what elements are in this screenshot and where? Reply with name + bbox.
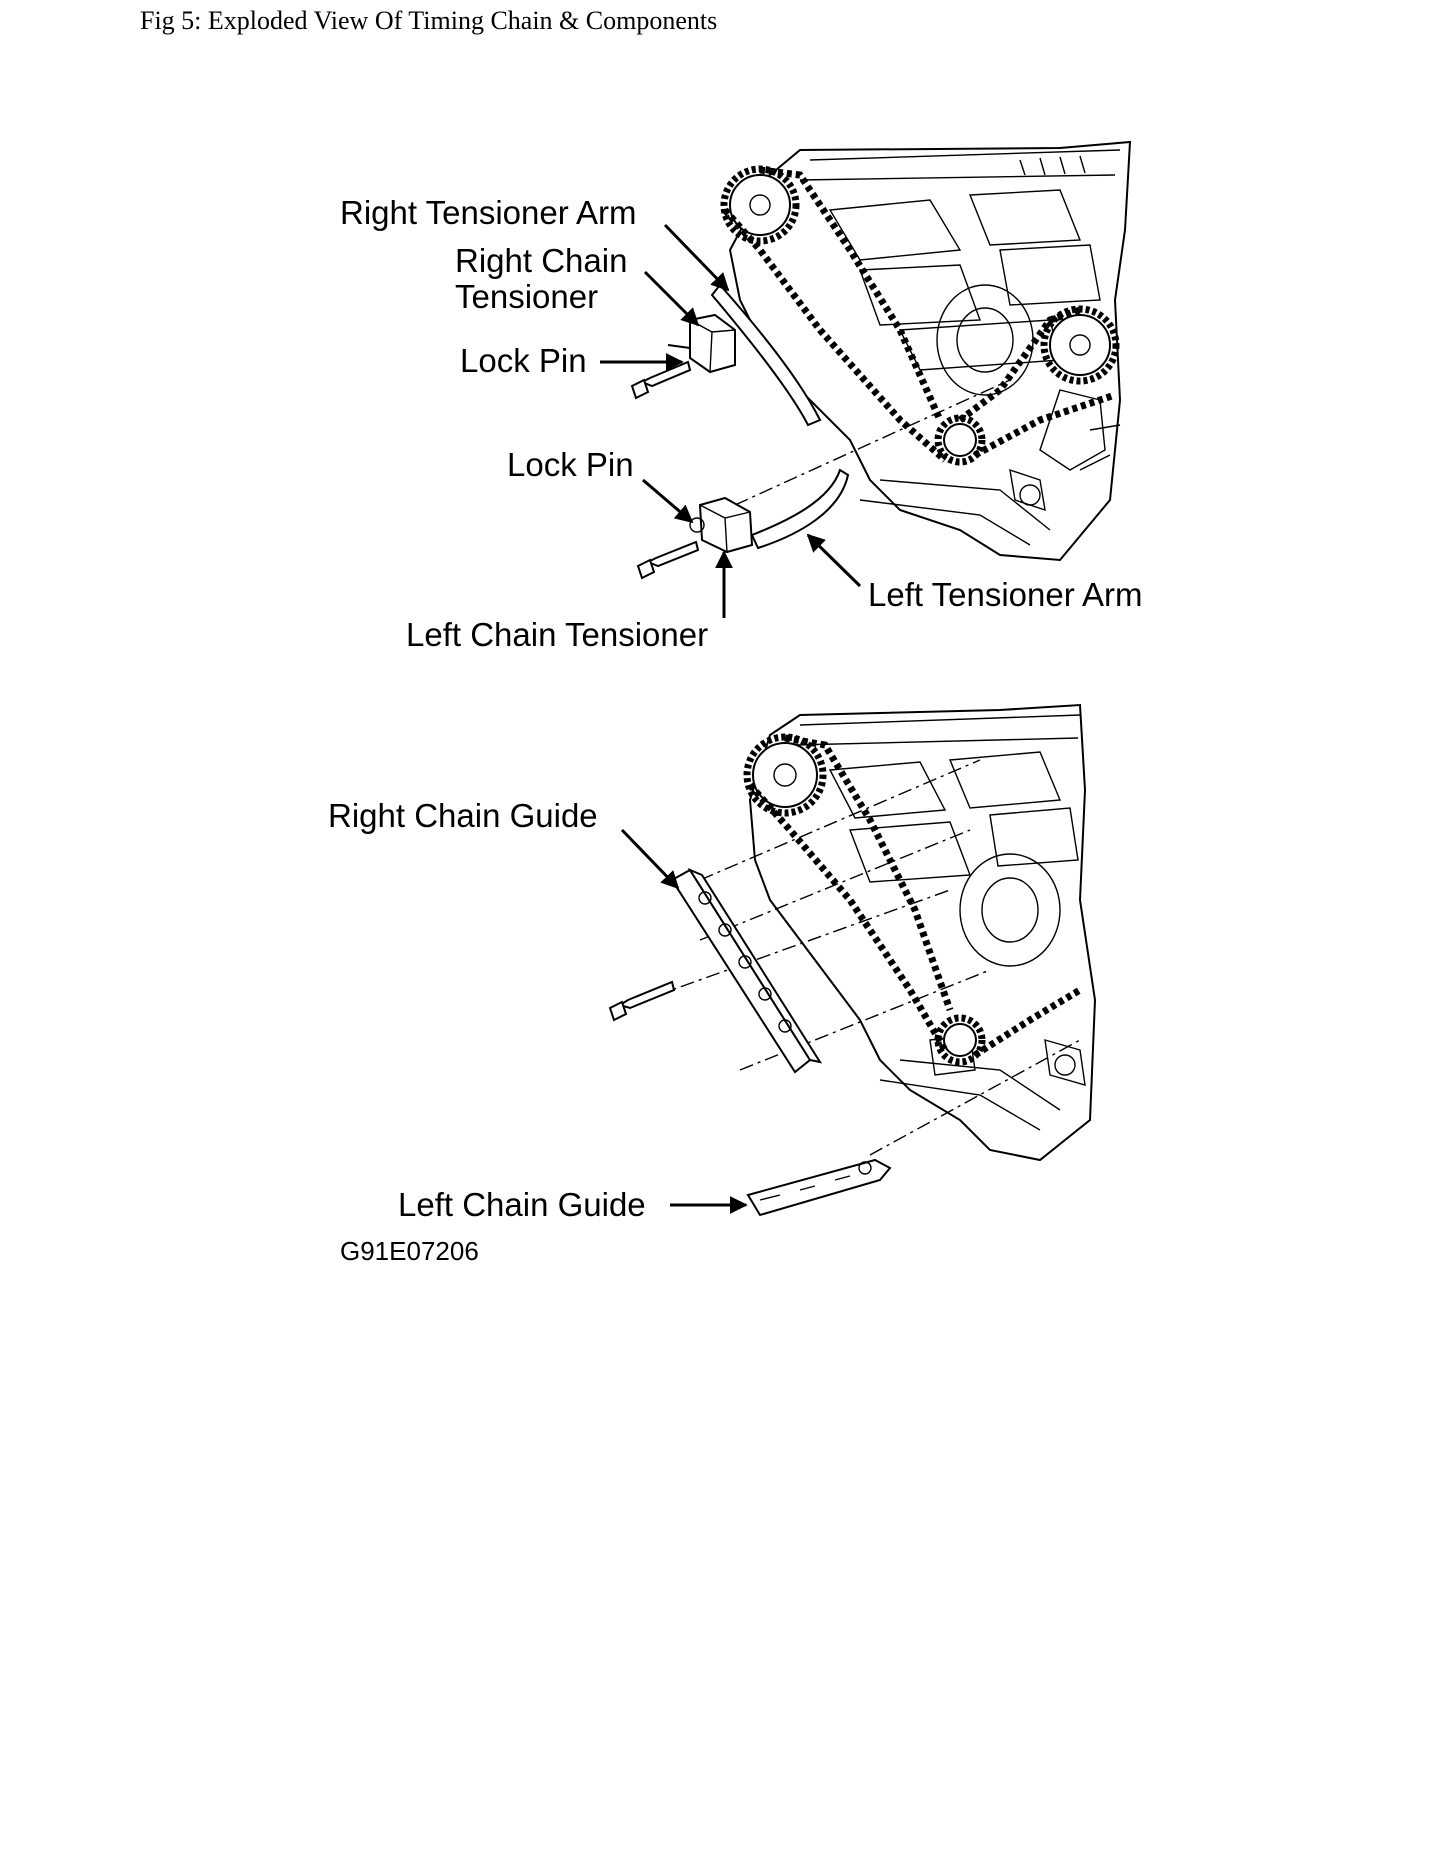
- lower-alignment-line-5: [869, 1039, 1081, 1156]
- left-chain-tensioner-part: [636, 496, 754, 580]
- figure-title: Fig 5: Exploded View Of Timing Chain & C…: [140, 6, 718, 35]
- arrow-right-chain-tensioner: [643, 270, 700, 327]
- left-chain-guide-part: [746, 1158, 892, 1217]
- label-right-chain-guide: Right Chain Guide: [328, 797, 598, 834]
- arrow-left-tensioner-arm: [806, 533, 862, 588]
- upper-arrows: [600, 223, 862, 618]
- right-tensioner-arm-part: [710, 283, 822, 427]
- lower-alignment-line-1: [699, 759, 981, 881]
- arrow-right-chain-guide: [620, 828, 680, 890]
- upper-alignment-line: [734, 379, 1011, 506]
- lower-alignment-line-4: [739, 969, 991, 1071]
- label-right-chain-tensioner-line1: Right Chain: [455, 242, 627, 279]
- lower-alignment-line-3: [629, 889, 951, 1006]
- lower-alignment-line-2: [699, 829, 971, 941]
- figure-code: G91E07206: [340, 1236, 479, 1266]
- arrow-right-tensioner-arm: [663, 223, 730, 292]
- right-chain-tensioner-part: [630, 313, 736, 400]
- lower-sprockets-and-chain: [743, 733, 1082, 1066]
- label-left-chain-tensioner: Left Chain Tensioner: [406, 616, 708, 653]
- right-chain-guide-part: [608, 867, 823, 1074]
- upper-engine-block: [728, 140, 1132, 562]
- lower-labels: Right Chain Guide Left Chain Guide G91E0…: [328, 797, 646, 1266]
- arrow-lock-pin-left: [642, 478, 694, 524]
- label-left-tensioner-arm: Left Tensioner Arm: [868, 576, 1143, 613]
- lower-engine-block: [748, 703, 1097, 1162]
- upper-labels: Right Tensioner Arm Right Chain Tensione…: [340, 194, 1143, 653]
- left-tensioner-arm-part: [750, 468, 850, 550]
- label-lock-pin-left: Lock Pin: [507, 446, 634, 483]
- upper-sprockets-and-chain: [720, 165, 1120, 466]
- label-left-chain-guide: Left Chain Guide: [398, 1186, 646, 1223]
- lower-arrows: [620, 828, 748, 1214]
- label-right-tensioner-arm: Right Tensioner Arm: [340, 194, 637, 231]
- label-lock-pin-right: Lock Pin: [460, 342, 587, 379]
- label-right-chain-tensioner-line2: Tensioner: [455, 278, 598, 315]
